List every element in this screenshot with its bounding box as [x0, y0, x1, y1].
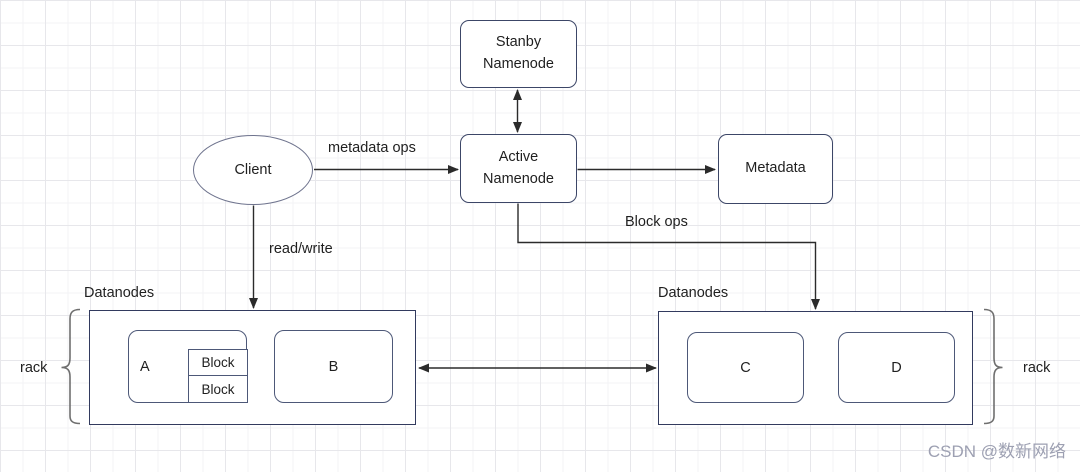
block-rect-2: Block: [188, 375, 248, 403]
read-write-label: read/write: [269, 241, 333, 257]
metadata-node: Metadata: [718, 134, 833, 204]
rack-left-label: rack: [20, 360, 48, 376]
datanode-b: B: [274, 330, 393, 403]
client-node: Client: [193, 135, 313, 205]
datanodes-right-label: Datanodes: [658, 285, 729, 301]
standby-namenode-node: Stanby Namenode: [460, 20, 577, 88]
block-ops-label: Block ops: [625, 214, 688, 230]
block-rect-1: Block: [188, 349, 248, 376]
csdn-watermark: CSDN @数新网络: [927, 442, 1066, 461]
active-namenode-node: Active Namenode: [460, 134, 577, 203]
rack-right-label: rack: [1023, 360, 1051, 376]
rack-right-brace: [983, 308, 1003, 425]
metadata-ops-label: metadata ops: [328, 140, 416, 156]
datanodes-left-label: Datanodes: [84, 285, 155, 301]
datanode-c: C: [687, 332, 804, 403]
rack-left-brace: [61, 308, 81, 425]
datanode-d: D: [838, 332, 955, 403]
